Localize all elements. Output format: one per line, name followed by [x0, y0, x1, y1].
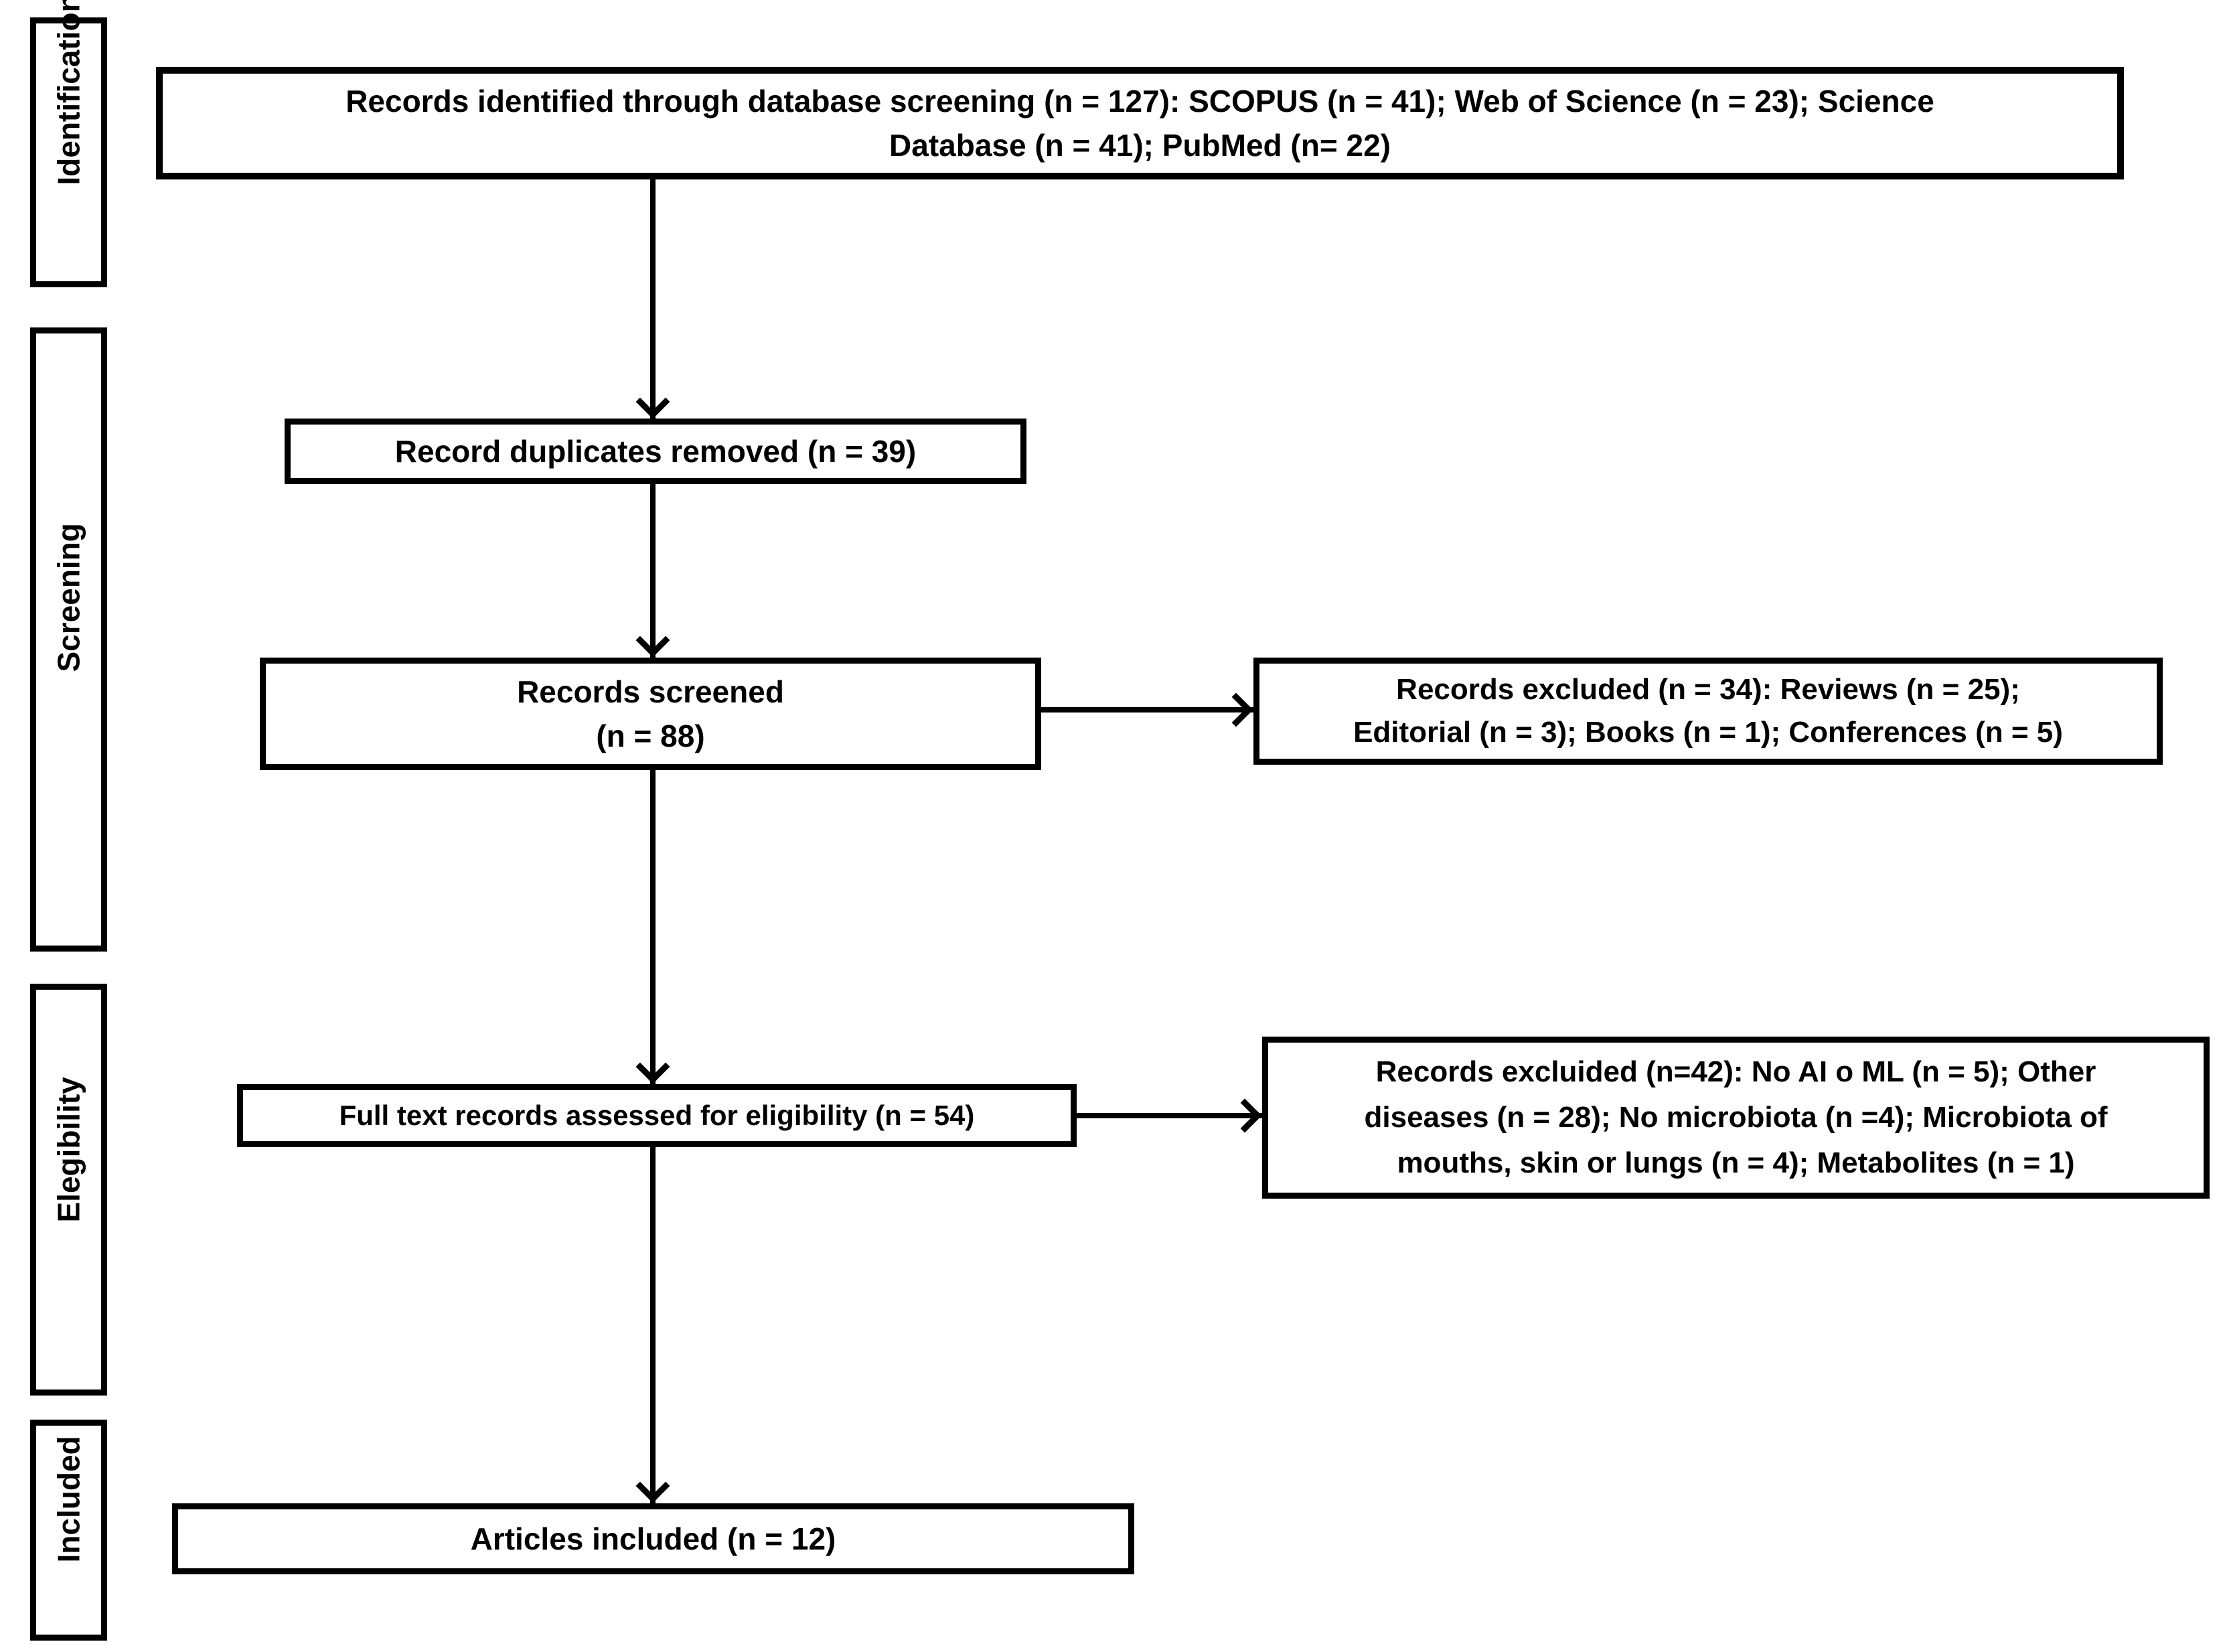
box-duplicates-removed: Record duplicates removed (n = 39): [285, 419, 1026, 484]
arrow-line-fulltext-to-excluded: [1077, 1113, 1262, 1118]
records-excluded-screening-text: Records excluded (n = 34): Reviews (n = …: [1353, 673, 2063, 749]
records-excluded-eligibility-text: Records excluided (n=42): No AI o ML (n …: [1364, 1055, 2108, 1179]
arrowhead-down-icon: [635, 384, 670, 419]
duplicates-removed-text: Record duplicates removed (n = 39): [394, 434, 917, 469]
stage-box-elegibility: Elegibility: [30, 984, 107, 1396]
fulltext-assessed-text: Full text records assessed for eligibili…: [339, 1100, 975, 1131]
arrowhead-down-icon: [635, 1469, 670, 1503]
arrowhead-right-icon: [1227, 1098, 1262, 1133]
stage-box-screening: Screening: [30, 327, 107, 952]
arrowhead-down-icon: [635, 623, 670, 658]
box-fulltext-assessed: Full text records assessed for eligibili…: [237, 1084, 1077, 1147]
arrow-line-fulltext-to-articles: [650, 1147, 656, 1506]
box-articles-included: Articles included (n = 12): [172, 1503, 1134, 1574]
stage-label-identification: Identification: [51, 0, 86, 185]
stage-label-elegibility: Elegibility: [51, 1076, 86, 1222]
box-records-identified: Records identified through database scre…: [156, 67, 2124, 179]
records-screened-text: Records screened (n = 88): [517, 674, 784, 753]
arrow-line-screened-to-excluded: [1041, 707, 1253, 712]
stage-label-included: Included: [51, 1436, 86, 1563]
arrowhead-down-icon: [635, 1049, 670, 1084]
arrow-line-screened-to-fulltext: [650, 770, 656, 1087]
box-records-excluded-screening: Records excluded (n = 34): Reviews (n = …: [1253, 658, 2163, 765]
arrowhead-right-icon: [1219, 692, 1253, 727]
box-records-excluded-eligibility: Records excluided (n=42): No AI o ML (n …: [1262, 1037, 2210, 1199]
records-identified-text: Records identified through database scre…: [346, 84, 1934, 163]
arrow-line-identified-to-duplicates: [650, 179, 656, 422]
arrow-line-duplicates-to-screened: [650, 484, 656, 660]
box-records-screened: Records screened (n = 88): [260, 658, 1041, 770]
stage-box-included: Included: [30, 1420, 107, 1641]
stage-label-screening: Screening: [51, 523, 86, 672]
stage-box-identification: Identification: [30, 0, 107, 287]
articles-included-text: Articles included (n = 12): [470, 1521, 836, 1556]
